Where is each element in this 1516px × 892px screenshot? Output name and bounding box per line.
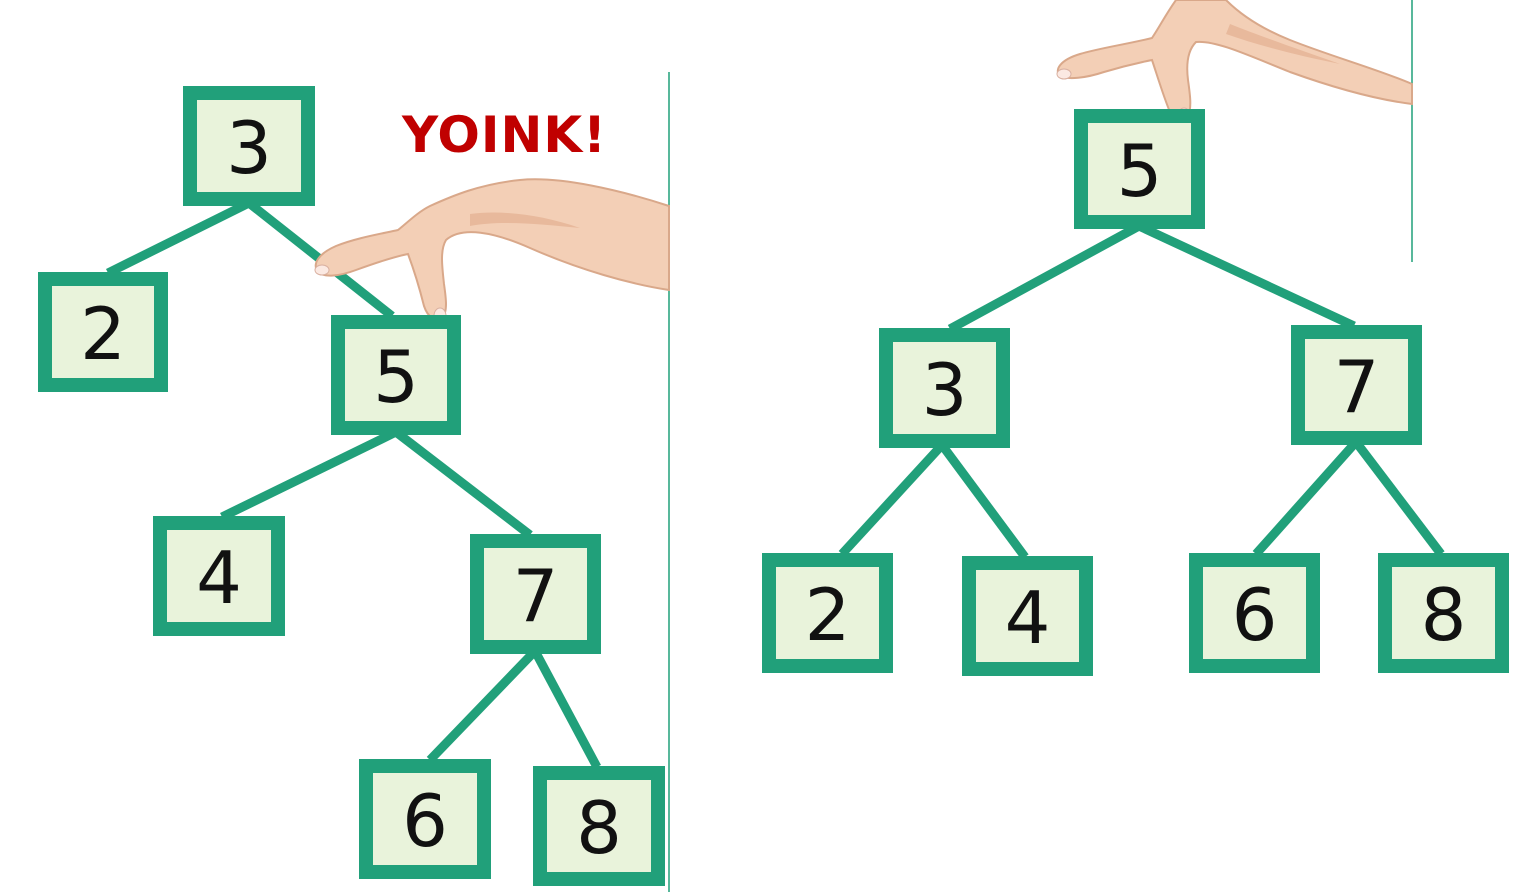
after-node-box — [1378, 553, 1509, 673]
after-node-box — [1074, 109, 1205, 229]
before-node: 6 — [359, 759, 491, 879]
before-edge — [531, 648, 601, 770]
after-node-label: 3 — [922, 348, 968, 432]
after-node-label: 4 — [1005, 576, 1051, 660]
before-edge — [393, 428, 533, 539]
after-node-label: 7 — [1334, 345, 1380, 429]
after-node-box — [1291, 325, 1422, 445]
before-node-box — [359, 759, 491, 879]
after-node-box — [762, 553, 893, 673]
after-node: 5 — [1074, 109, 1205, 229]
before-node-box — [331, 315, 461, 435]
after-node-label: 5 — [1117, 129, 1163, 213]
before-edge — [426, 647, 539, 764]
hand-pinch-icon — [1056, 0, 1413, 125]
after-tree: 5 3 7 2 4 6 8 — [762, 109, 1509, 676]
before-node-box — [153, 516, 285, 636]
before-node-box — [470, 534, 601, 654]
after-node: 2 — [762, 553, 893, 673]
after-edge — [947, 222, 1142, 333]
before-node-label: 2 — [80, 292, 126, 376]
after-node-label: 2 — [805, 573, 851, 657]
before-node: 7 — [470, 534, 601, 654]
after-edge — [938, 442, 1029, 560]
before-node-label: 7 — [513, 554, 559, 638]
after-node: 3 — [879, 328, 1010, 448]
before-node: 4 — [153, 516, 285, 636]
before-node: 5 — [331, 315, 461, 435]
after-tree-edges — [838, 221, 1445, 560]
after-node: 8 — [1378, 553, 1509, 673]
before-node-label: 5 — [373, 335, 419, 419]
after-node: 4 — [962, 556, 1093, 676]
before-edge — [105, 198, 252, 278]
before-node: 2 — [38, 272, 168, 392]
before-node-label: 4 — [196, 536, 242, 620]
before-tree: 3 2 5 4 7 6 8 — [38, 86, 665, 886]
after-node: 6 — [1189, 553, 1320, 673]
after-edge — [1137, 221, 1356, 331]
after-node-box — [962, 556, 1093, 676]
before-node: 3 — [183, 86, 315, 206]
after-node: 7 — [1291, 325, 1422, 445]
before-node-box — [183, 86, 315, 206]
yoink-caption: YOINK! — [401, 106, 607, 164]
before-node-box — [38, 272, 168, 392]
after-node-box — [1189, 553, 1320, 673]
after-node-label: 8 — [1421, 573, 1467, 657]
before-edge — [220, 427, 398, 522]
after-edge — [1252, 439, 1360, 557]
before-node: 8 — [533, 766, 665, 886]
before-tree-edges — [105, 198, 601, 770]
after-edge — [838, 441, 946, 558]
before-node-label: 8 — [576, 786, 622, 870]
before-node-label: 6 — [402, 779, 448, 863]
after-edge — [1352, 439, 1445, 557]
after-node-box — [879, 328, 1010, 448]
before-node-box — [533, 766, 665, 886]
after-node-label: 6 — [1232, 573, 1278, 657]
before-node-label: 3 — [226, 106, 272, 190]
